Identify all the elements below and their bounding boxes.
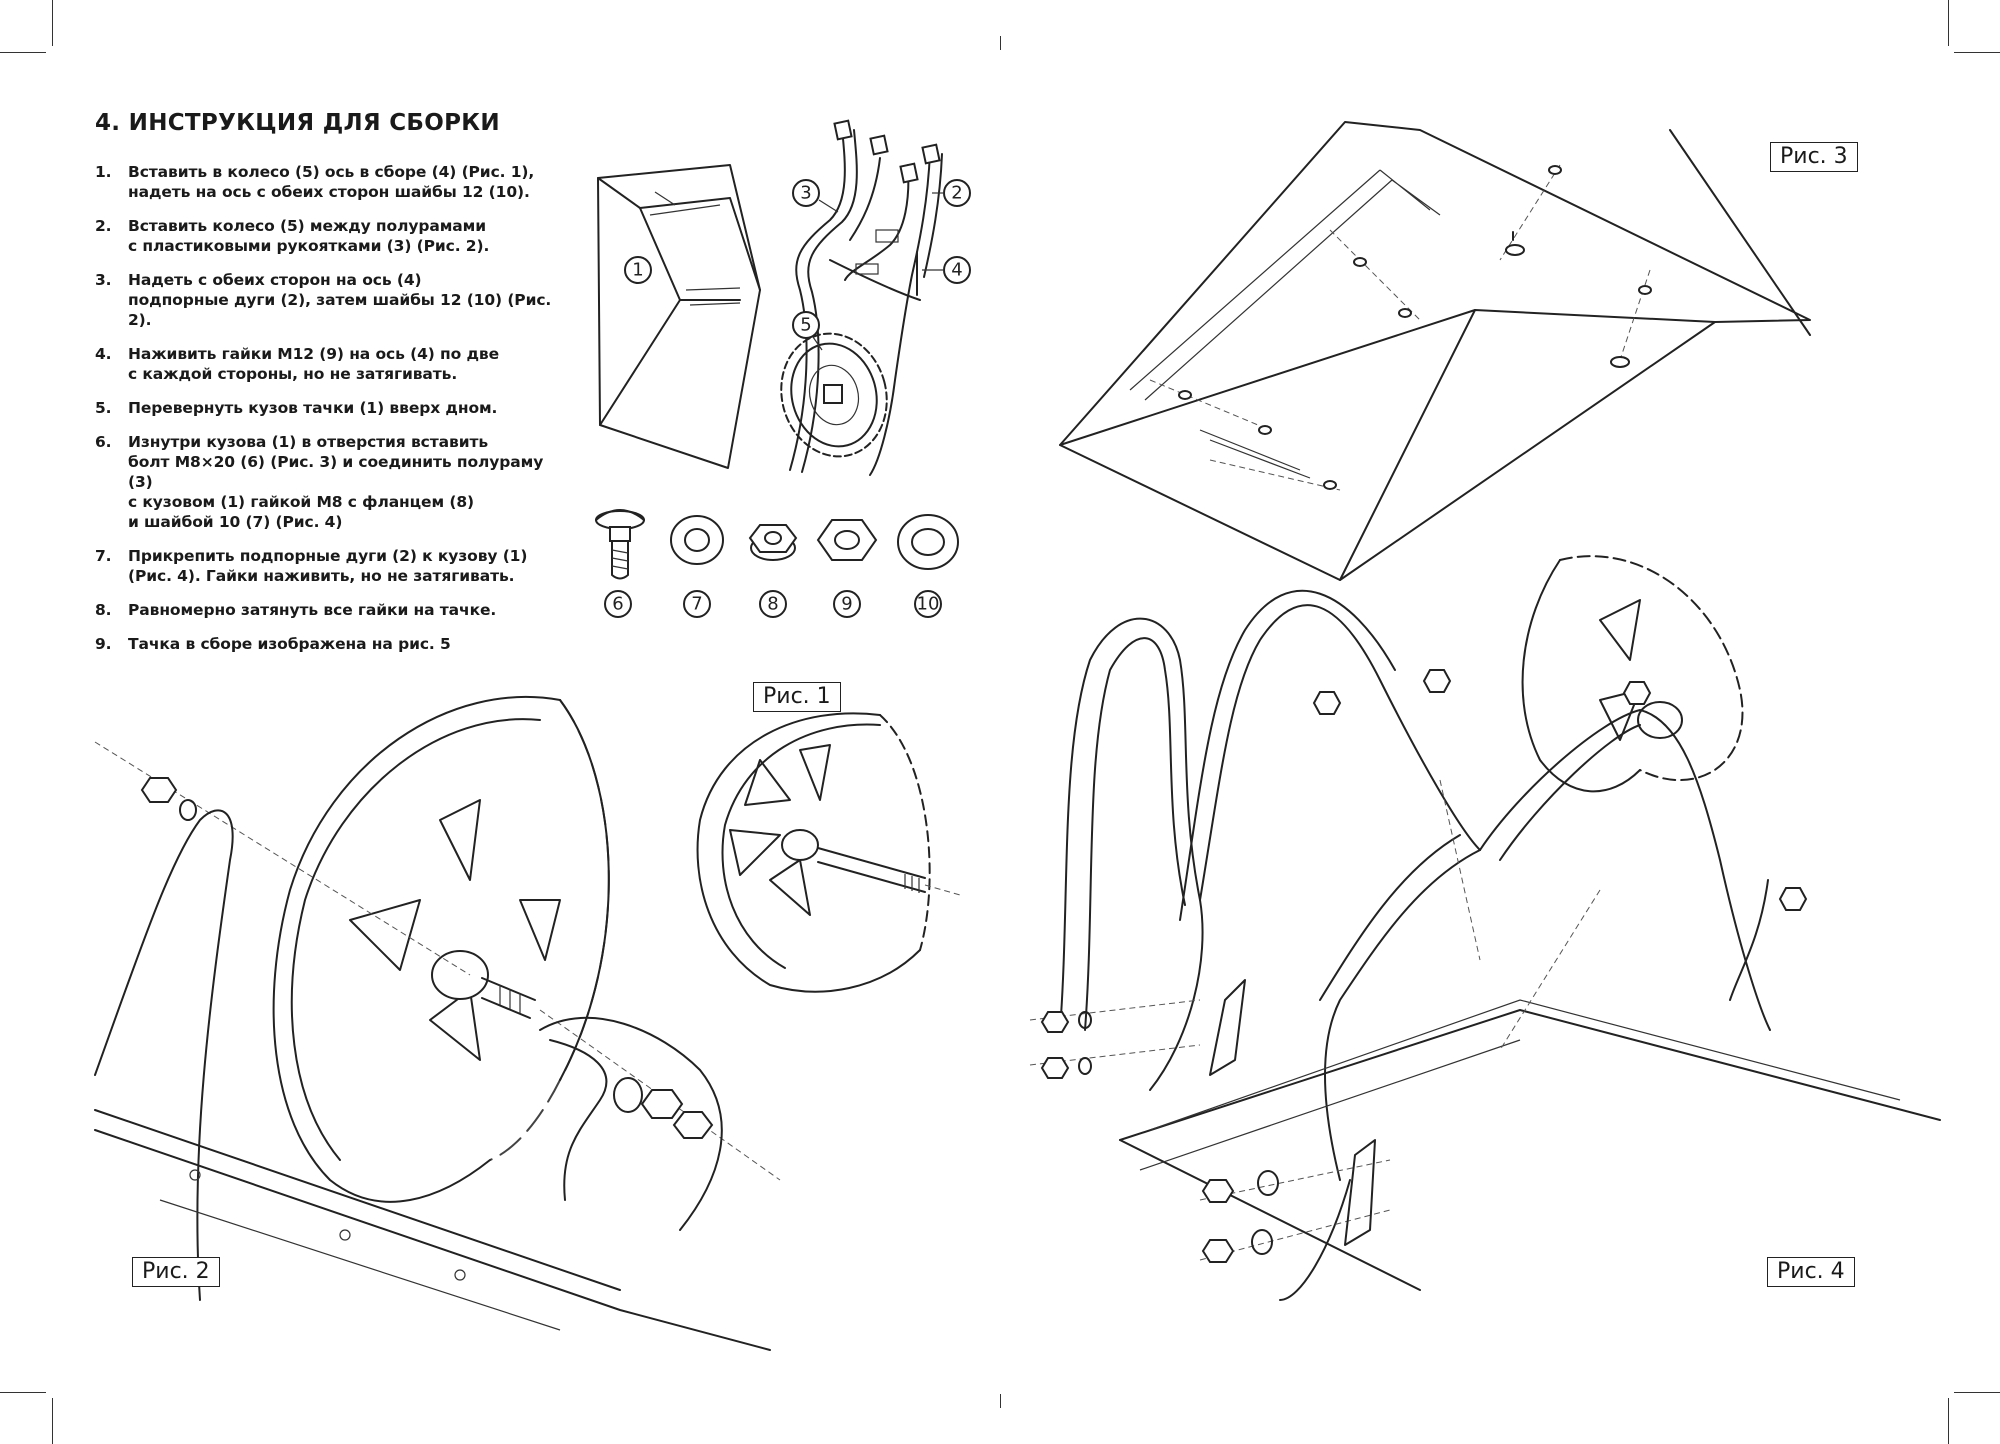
right-page: Рис. 3 Рис. 4 [1000, 0, 2000, 1444]
step-number: 5. [95, 399, 112, 417]
step-item: 6. Изнутри кузова (1) в отверстия вставит… [95, 432, 565, 532]
step-text: Изнутри кузова (1) в отверстия вставить … [128, 433, 544, 531]
callout-wheel: 5 [800, 315, 811, 336]
crop-mark [1000, 36, 1001, 50]
step-text: Вставить в колесо (5) ось в сборе (4) (Р… [128, 163, 535, 201]
bolt-drawing [595, 509, 645, 580]
step-text: Перевернуть кузов тачки (1) вверх дном. [128, 399, 498, 417]
fig3-drawing [1059, 121, 1811, 581]
fig2-label: Рис. 2 [132, 1257, 220, 1287]
part-frame-drawing [789, 119, 943, 476]
flange-nut-drawing [748, 524, 798, 561]
fig3-label: Рис. 3 [1770, 142, 1858, 172]
fig4-label: Рис. 4 [1767, 1257, 1855, 1287]
crop-mark [1954, 1392, 2000, 1393]
crop-mark [1948, 0, 1949, 46]
step-number: 8. [95, 601, 112, 619]
step-text: Равномерно затянуть все гайки на тачке. [128, 601, 497, 619]
callout-washer10: 7 [691, 594, 702, 615]
crop-mark [1948, 1398, 1949, 1444]
washer12-drawing [897, 514, 959, 570]
hardware-row [595, 509, 959, 580]
fig2-drawing [94, 695, 781, 1351]
step-text: Прикрепить подпорные дуги (2) к кузову (… [128, 547, 528, 585]
crop-mark [1000, 1394, 1001, 1408]
step-number: 7. [95, 547, 112, 565]
left-page: 4. ИНСТРУКЦИЯ ДЛЯ СБОРКИ 1. Вставить в ко… [94, 110, 971, 1351]
crop-mark [52, 1398, 53, 1444]
callout-body: 1 [632, 260, 643, 281]
step-number: 6. [95, 433, 112, 451]
step-text: Наживить гайки М12 (9) на ось (4) по две… [128, 345, 500, 383]
callout-flange-nut: 8 [767, 594, 778, 615]
step-item: 4. Наживить гайки М12 (9) на ось (4) по д… [95, 344, 565, 384]
step-text: Надеть с обеих сторон на ось (4) подпорн… [128, 271, 552, 329]
assembly-steps: 1. Вставить в колесо (5) ось в сборе (4) … [95, 162, 565, 668]
callout-washer12: 10 [917, 594, 940, 615]
fig1-label: Рис. 1 [753, 682, 841, 712]
step-item: 2. Вставить колесо (5) между полурамами с… [95, 216, 565, 256]
step-item: 8. Равномерно затянуть все гайки на тачке… [95, 600, 565, 620]
callouts: 1 3 2 4 5 6 7 8 9 10 [604, 179, 971, 618]
crop-mark [0, 1392, 46, 1393]
crop-mark [0, 52, 46, 53]
step-number: 9. [95, 635, 112, 653]
crop-mark [52, 0, 53, 46]
step-item: 7. Прикрепить подпорные дуги (2) к кузову… [95, 546, 565, 586]
step-text: Тачка в сборе изображена на рис. 5 [128, 635, 451, 653]
fig4-drawing [1029, 555, 1941, 1301]
part-wheel-drawing [780, 332, 888, 458]
step-item: 9. Тачка в сборе изображена на рис. 5 [95, 634, 565, 654]
step-number: 3. [95, 271, 112, 289]
step-number: 4. [95, 345, 112, 363]
step-item: 5. Перевернуть кузов тачки (1) вверх дном… [95, 398, 565, 418]
fig3-fig4-illustration [1029, 121, 1941, 1301]
parts-and-fig1-fig2-illustration: 1 3 2 4 5 6 7 8 9 10 [94, 119, 971, 1351]
section-title: 4. ИНСТРУКЦИЯ ДЛЯ СБОРКИ [95, 110, 500, 136]
fig1-drawing [696, 712, 961, 993]
step-number: 1. [95, 163, 112, 181]
callout-axle: 4 [951, 260, 962, 281]
callout-nut-m12: 9 [841, 594, 852, 615]
step-number: 2. [95, 217, 112, 235]
step-text: Вставить колесо (5) между полурамами с п… [128, 217, 490, 255]
step-item: 3. Надеть с обеих сторон на ось (4) подпо… [95, 270, 565, 330]
step-item: 1. Вставить в колесо (5) ось в сборе (4) … [95, 162, 565, 202]
washer10-drawing [670, 515, 724, 565]
callout-support-arc: 2 [951, 183, 962, 204]
part-body-drawing [597, 164, 761, 469]
nut-m12-drawing [816, 519, 878, 561]
callout-bolt: 6 [612, 594, 623, 615]
crop-mark [1954, 52, 2000, 53]
callout-half-frame: 3 [800, 183, 811, 204]
